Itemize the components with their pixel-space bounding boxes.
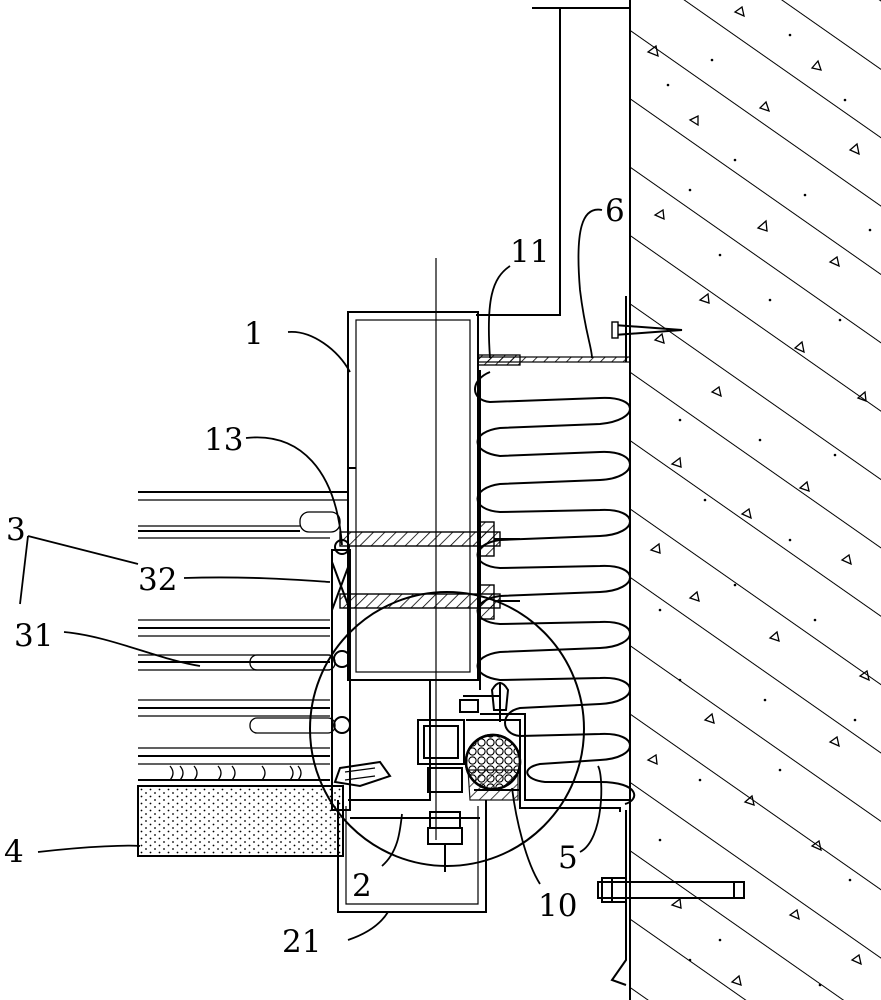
label-21: 21: [282, 924, 321, 960]
leader-21: [347, 911, 389, 941]
leader-32: [183, 576, 331, 583]
foam-insulation: [474, 370, 636, 805]
glass-unit: [138, 491, 348, 781]
leader-11: [487, 265, 511, 359]
label-31: 31: [14, 618, 53, 654]
fixing-bracket: [417, 682, 630, 812]
leader-3a: [27, 535, 139, 565]
leader-4: [37, 844, 141, 853]
wall-sand-dots: [658, 33, 872, 987]
label-3: 3: [6, 512, 26, 548]
label-5: 5: [558, 840, 578, 876]
sash-and-bead: [331, 539, 431, 811]
label-10: 10: [538, 888, 577, 924]
label-2: 2: [352, 868, 372, 904]
interior-sill-board: [137, 785, 344, 857]
leader-1: [287, 331, 351, 373]
concrete-wall: [629, 0, 881, 1000]
label-6: 6: [605, 193, 625, 229]
sub-frame: [337, 800, 487, 913]
label-32: 32: [138, 562, 177, 598]
label-4: 4: [4, 834, 24, 870]
reference-labels: 1 6 11 13 3 32 31 4 2 5 10 21: [4, 193, 625, 960]
glass-edge-seal-arcs: [169, 765, 302, 781]
leader-6: [577, 208, 603, 359]
leader-lines: [19, 208, 603, 941]
label-11: 11: [510, 234, 549, 270]
leader-13: [245, 436, 343, 546]
leader-31: [63, 631, 201, 667]
backer-rod: [464, 733, 522, 801]
wall-anchor-bolt: [597, 810, 745, 986]
label-13: 13: [204, 422, 243, 458]
wall-opening-outline: [476, 7, 630, 316]
wall-aggregate-marks: [646, 5, 870, 986]
detail-callout-circle: [309, 591, 585, 867]
leader-3b: [19, 535, 29, 605]
label-1: 1: [244, 316, 264, 352]
leader-5: [579, 765, 603, 853]
leader-10: [511, 787, 541, 885]
leader-2: [381, 813, 403, 867]
